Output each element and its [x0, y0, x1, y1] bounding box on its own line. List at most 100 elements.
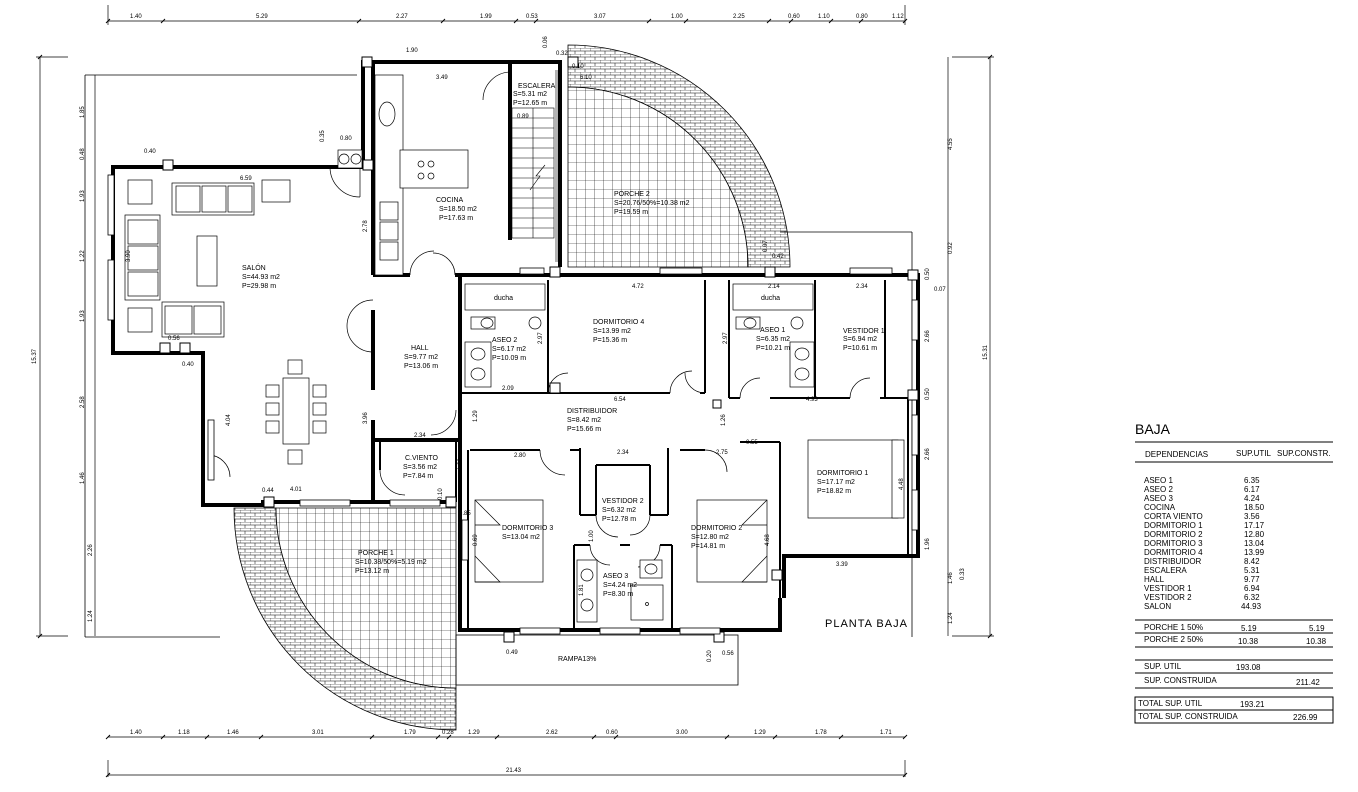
area-summary-table: BAJA DEPENDENCIAS SUP.UTIL SUP.CONSTR. A… [1134, 421, 1334, 724]
table-row-name: ASEO 2 [1144, 485, 1173, 494]
dim-right-total: 15.31 [983, 344, 989, 360]
room-salon: SALÓN S=44.93 m2 P=29.98 m [242, 263, 280, 290]
dim-left: 1.93 [80, 190, 86, 202]
dim-top: 0.80 [856, 14, 868, 20]
dim-right: 1.24 [948, 612, 954, 624]
table-total-constr-value: 226.99 [1293, 713, 1318, 722]
table-sup-constr-name: SUP. CONSTRUIDA [1144, 676, 1217, 685]
dim-inner: 1.81 [579, 584, 585, 596]
ducha-label: ducha [494, 295, 513, 302]
room-name: DORMITORIO 3 [502, 525, 553, 532]
dim-inner: 2.34 [617, 450, 629, 456]
room-cocina: COCINA S=18.50 m2 P=17.63 m [436, 197, 477, 222]
right-dimension-labels: 4.55 0.92 0.50 0.07 2.66 0.50 2.66 1.96 … [925, 138, 989, 624]
room-aseo-2: ASEO 2 S=6.17 m2 P=10.09 m [492, 337, 526, 362]
dim-inner: 4.68 [765, 534, 771, 546]
left-dimension-labels: 1.85 0.48 1.93 1.22 1.93 2.58 1.46 2.26 … [32, 106, 94, 622]
dim-inner: 0.10 [438, 488, 444, 500]
dim-inner: 0.20 [707, 650, 713, 662]
dim-inner: 2.09 [502, 386, 514, 392]
table-title: BAJA [1135, 421, 1171, 437]
room-perimeter: P=17.63 m [439, 215, 473, 222]
table-total-util-value: 193.21 [1240, 700, 1265, 709]
table-row-name: DORMITORIO 3 [1144, 539, 1203, 548]
dim-bottom: 1.79 [404, 730, 416, 736]
dim-inner: 0.35 [320, 130, 326, 142]
room-c-viento: C.VIENTO S=3.56 m2 P=7.84 m [403, 455, 438, 480]
room-area: S=20.76/50%=10.38 m2 [614, 200, 690, 207]
bottom-dimension-labels: 1.40 1.18 1.46 3.01 1.79 0.28 1.29 2.62 … [130, 730, 892, 774]
terrace-outlines [84, 74, 913, 686]
dim-inner: 0.32 [556, 51, 568, 57]
rampa-label: RAMPA13% [558, 656, 596, 663]
dim-top: 2.27 [396, 14, 408, 20]
room-area: S=44.93 m2 [242, 274, 280, 281]
dim-bottom: 0.60 [606, 730, 618, 736]
room-area: S=13.04 m2 [502, 534, 540, 541]
dim-left-total: 15.37 [32, 348, 38, 364]
dim-inner: 0.55 [746, 440, 758, 446]
dim-left: 2.58 [80, 396, 86, 408]
table-porche1-constr: 5.19 [1309, 624, 1325, 633]
dim-right: 2.66 [925, 330, 931, 342]
dim-left: 0.48 [80, 148, 86, 160]
porche-2-area [567, 44, 791, 268]
dim-bottom: 1.29 [468, 730, 480, 736]
dim-right: 1.46 [948, 572, 954, 584]
dim-inner: 3.90 [126, 250, 132, 262]
room-area: S=6.17 m2 [492, 346, 526, 353]
dim-inner: 6.59 [240, 176, 252, 182]
dim-left: 1.46 [80, 472, 86, 484]
dim-bottom: 2.62 [546, 730, 558, 736]
stairs [511, 70, 559, 262]
room-name: VESTIDOR 1 [843, 328, 885, 335]
room-perimeter: P=29.98 m [242, 283, 276, 290]
plan-title: PLANTA BAJA [825, 618, 908, 630]
dim-bottom: 1.29 [754, 730, 766, 736]
dim-inner: 0.49 [506, 650, 518, 656]
room-name: ASEO 2 [492, 337, 517, 344]
room-perimeter: P=8.30 m [603, 591, 633, 598]
dim-bottom: 3.01 [312, 730, 324, 736]
room-dormitorio-1: DORMITORIO 1 S=17.17 m2 P=18.82 m [817, 470, 868, 495]
room-area: S=6.35 m2 [756, 336, 790, 343]
table-row-util: 44.93 [1241, 602, 1262, 611]
dim-left: 1.24 [88, 610, 94, 622]
table-porche2-util: 10.38 [1238, 637, 1259, 646]
dim-inner: 2.34 [856, 284, 868, 290]
dim-bottom: 1.18 [178, 730, 190, 736]
interior-walls [379, 280, 909, 630]
dim-top: 0.60 [788, 14, 800, 20]
dim-inner: 2.14 [768, 284, 780, 290]
table-porche2-constr: 10.38 [1306, 637, 1327, 646]
dim-inner: 0.69 [473, 534, 479, 546]
dim-inner: 2.34 [414, 433, 426, 439]
dim-inner: 1.29 [473, 410, 479, 422]
room-dormitorio-4: DORMITORIO 4 S=13.99 m2 P=15.36 m [593, 319, 644, 344]
dim-inner: 6.10 [580, 75, 592, 81]
room-area: S=6.94 m2 [843, 336, 877, 343]
table-row-util: 13.04 [1244, 539, 1265, 548]
porche-1-area [233, 507, 457, 731]
table-row-name: DISTRIBUIDOR [1144, 557, 1202, 566]
doors [207, 71, 871, 568]
room-perimeter: P=18.82 m [817, 488, 851, 495]
room-perimeter: P=13.12 m [355, 568, 389, 575]
table-row-util: 18.50 [1244, 503, 1265, 512]
dim-left: 1.22 [80, 250, 86, 262]
room-perimeter: P=14.81 m [691, 543, 725, 550]
table-row-name: VESTIDOR 1 [1144, 584, 1192, 593]
dim-inner: 0.10 [572, 64, 584, 70]
dimension-ticks [37, 18, 993, 778]
table-row-util: 5.31 [1244, 566, 1260, 575]
dim-inner: 0.40 [144, 149, 156, 155]
room-name: SALÓN [242, 263, 266, 272]
room-area: S=18.50 m2 [439, 206, 477, 213]
table-row-name: CORTA VIENTO [1144, 512, 1203, 521]
dim-inner: 2.75 [716, 450, 728, 456]
dim-top: 2.25 [733, 14, 745, 20]
table-header-dependencias: DEPENDENCIAS [1145, 450, 1208, 459]
table-header-util: SUP.UTIL [1236, 449, 1272, 458]
dim-inner: 1.00 [589, 530, 595, 542]
table-row-util: 6.32 [1244, 593, 1260, 602]
